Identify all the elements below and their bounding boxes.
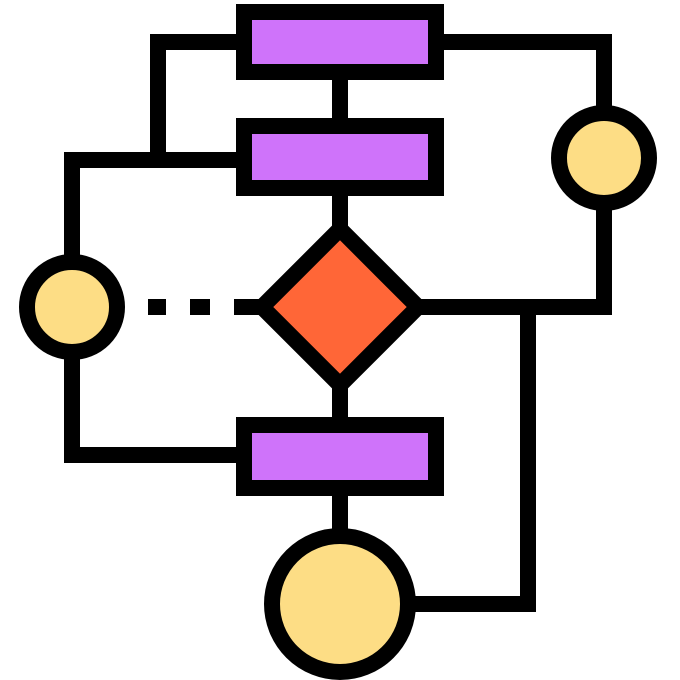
- connectors: [64, 34, 612, 612]
- connector-left-bottom: [64, 352, 244, 463]
- dashed-connector: [148, 299, 262, 315]
- process-box-top: [236, 4, 444, 80]
- process-box-bottom: [236, 417, 444, 496]
- decision-diamond: [250, 217, 430, 397]
- connector-top-right: [436, 34, 612, 113]
- terminal-circle-bottom: [264, 528, 416, 680]
- nodes: [19, 4, 657, 680]
- connector-right-diamond: [418, 203, 612, 315]
- connector-top-left: [150, 34, 244, 160]
- dash: [148, 299, 166, 315]
- terminal-circle-left: [19, 254, 125, 360]
- connector-left-loop: [64, 152, 244, 262]
- connector-to-big-circle: [408, 307, 536, 612]
- dash: [190, 299, 210, 315]
- terminal-circle-right: [551, 105, 657, 211]
- process-box-middle: [236, 118, 444, 196]
